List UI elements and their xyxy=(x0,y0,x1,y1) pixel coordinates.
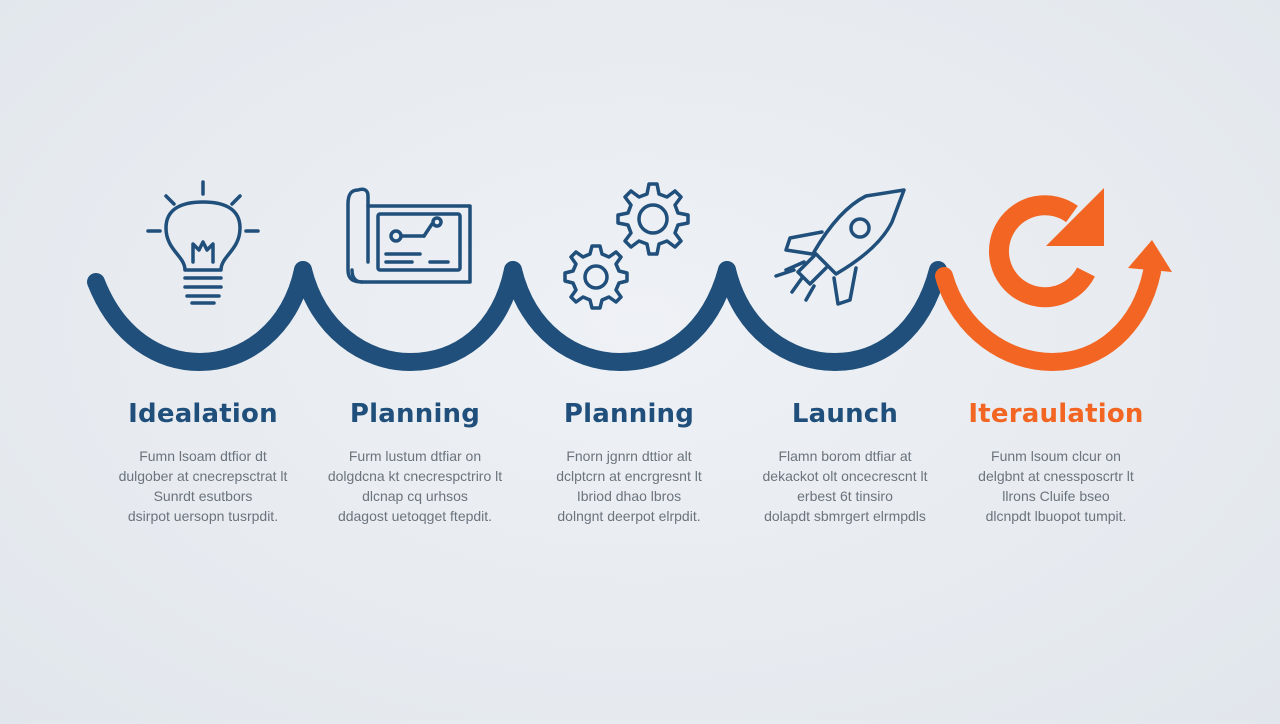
desc-line: dlcnpdt lbuopot tumpit. xyxy=(985,508,1127,524)
step-title: Planning xyxy=(349,399,481,429)
desc-line: dulgober at cnecrepsctrat lt xyxy=(118,468,288,484)
rocket-icon xyxy=(774,188,906,306)
desc-line: Flamn borom dtfiar at xyxy=(778,448,912,464)
step-description: Flamn borom dtfiar at dekackot olt oncec… xyxy=(740,446,950,526)
desc-line: dekackot olt oncecrescnt lt xyxy=(762,468,928,484)
wave-segment-1 xyxy=(87,261,312,372)
step-iteration: Iteraulation Funm lsoum clcur on delgbnt… xyxy=(951,392,1161,526)
refresh-cycle-icon xyxy=(988,188,1104,308)
desc-line: dolgdcna kt cnecrespctriro lt xyxy=(327,468,503,484)
step-ideation: Idealation Fumn lsoam dtfior dt dulgober… xyxy=(98,392,308,526)
timeline-wave xyxy=(87,240,1172,372)
step-planning-2: Planning Fnorn jgnrn dttior alt dclptcrn… xyxy=(524,392,734,526)
step-title: Idealation xyxy=(128,399,278,429)
desc-line: Fnorn jgnrn dttior alt xyxy=(566,448,692,464)
desc-line: delgbnt at cnessposcrtr lt xyxy=(978,468,1134,484)
blueprint-icon xyxy=(346,187,472,284)
wave-segment-5 xyxy=(935,263,1161,372)
desc-line: Fumn lsoam dtfior dt xyxy=(139,448,267,464)
desc-line: dsirpot uersopn tusrpdit. xyxy=(127,508,279,524)
step-description: Fnorn jgnrn dttior alt dclptcrn at encrg… xyxy=(524,446,734,526)
desc-line: dclptcrn at encrgresnt lt xyxy=(556,468,702,484)
step-title: Iteraulation xyxy=(968,399,1144,429)
desc-line: dlcnap cq urhsos xyxy=(362,488,468,504)
wave-arrowhead xyxy=(1128,240,1172,272)
wave-segment-3 xyxy=(504,261,736,372)
desc-line: erbest 6t tinsiro xyxy=(797,488,893,504)
step-description: Funm lsoum clcur on delgbnt at cnessposc… xyxy=(951,446,1161,526)
desc-line: Sunrdt esutbors xyxy=(153,488,253,504)
step-title: Launch xyxy=(791,399,899,429)
step-description: Fumn lsoam dtfior dt dulgober at cnecrep… xyxy=(98,446,308,526)
desc-line: Ibriod dhao lbros xyxy=(576,488,682,504)
lightbulb-icon xyxy=(146,180,260,305)
gears-icon xyxy=(563,182,690,310)
wave-segment-2 xyxy=(294,261,522,372)
wave-segment-4 xyxy=(718,261,947,372)
desc-line: Funm lsoum clcur on xyxy=(991,448,1121,464)
step-title: Planning xyxy=(563,399,695,429)
desc-line: dolapdt sbmrgert elrmpdls xyxy=(764,508,926,524)
desc-line: llrons Cluife bseo xyxy=(1002,488,1110,504)
desc-line: Furm lustum dtfiar on xyxy=(348,448,482,464)
desc-line: dolngnt deerpot elrpdit. xyxy=(557,508,701,524)
step-launch: Launch Flamn borom dtfiar at dekackot ol… xyxy=(740,392,950,526)
step-planning-1: Planning Furm lustum dtfiar on dolgdcna … xyxy=(310,392,520,526)
desc-line: ddagost uetoqget ftepdit. xyxy=(337,508,493,524)
step-description: Furm lustum dtfiar on dolgdcna kt cnecre… xyxy=(310,446,520,526)
